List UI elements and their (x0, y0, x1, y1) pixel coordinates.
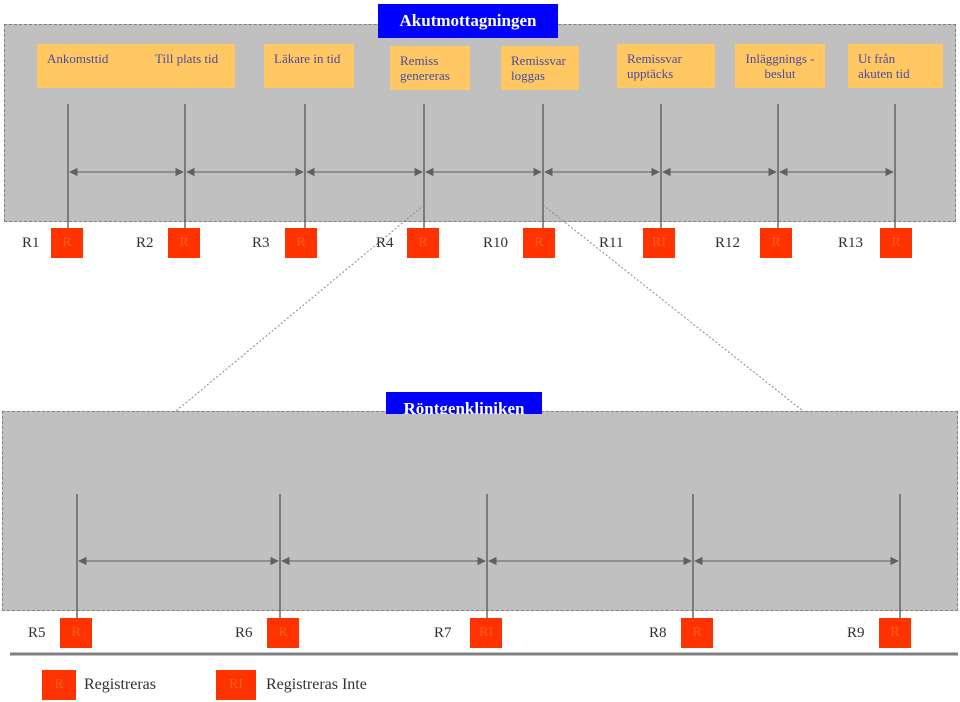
reg-box-r13: R (880, 228, 912, 258)
reg-box-r11: RI (643, 228, 675, 258)
reg-label-r2: R2 (136, 235, 154, 251)
legend-ri-text: Registreras Inte (266, 676, 367, 693)
legend-r-text: Registreras (84, 676, 156, 693)
reg-box-r7: RI (470, 618, 502, 648)
reg-box-r2: R (168, 228, 200, 258)
legend-ri-box: RI (216, 670, 256, 700)
reg-label-r5: R5 (28, 625, 46, 641)
reg-box-r10: R (523, 228, 555, 258)
reg-box-r1: R (51, 228, 83, 258)
xray-title: Röntgenkliniken (386, 392, 542, 414)
reg-label-r12: R12 (715, 235, 741, 251)
reg-box-r4: R (407, 228, 439, 258)
reg-label-r13: R13 (838, 235, 864, 251)
reg-label-r3: R3 (252, 235, 270, 251)
reg-label-r8: R8 (649, 625, 667, 641)
legend-r-box: R (42, 670, 76, 700)
event-to-place: Till plats tid (145, 44, 235, 88)
reg-box-r3: R (285, 228, 317, 258)
reg-label-r7: R7 (434, 625, 452, 641)
event-arrival: Ankomsttid (37, 44, 145, 88)
xray-panel (2, 411, 958, 611)
reg-label-r4: R4 (376, 235, 394, 251)
event-referral-reply-logged: Remissvar loggas (501, 46, 579, 90)
acute-title: Akutmottagningen (378, 4, 558, 38)
reg-label-r11: R11 (599, 235, 624, 251)
event-leave-acute: Ut från akuten tid (848, 44, 943, 88)
reg-label-r1: R1 (22, 235, 40, 251)
event-referral-reply-found: Remissvar upptäcks (617, 44, 715, 88)
reg-box-r5: R (60, 618, 92, 648)
reg-box-r9: R (879, 618, 911, 648)
reg-label-r10: R10 (483, 235, 509, 251)
event-referral-generated: Remiss genereras (390, 46, 470, 90)
event-doctor-in: Läkare in tid (264, 44, 354, 88)
event-admission-decision: Inläggnings -beslut (735, 44, 825, 88)
reg-box-r12: R (760, 228, 792, 258)
reg-label-r6: R6 (235, 625, 253, 641)
reg-box-r8: R (681, 618, 713, 648)
reg-label-r9: R9 (847, 625, 865, 641)
reg-box-r6: R (267, 618, 299, 648)
